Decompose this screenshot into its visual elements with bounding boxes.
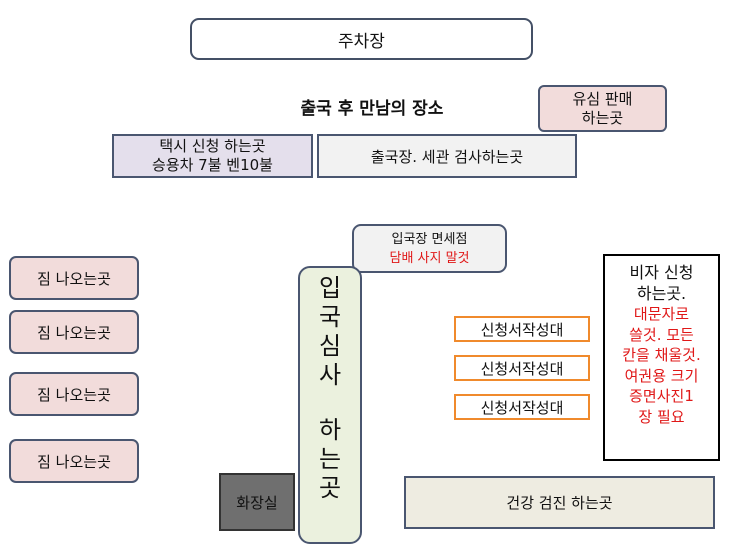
immigration-char: 는 [318, 445, 342, 473]
form-desk-2: 신청서작성대 [454, 355, 590, 381]
visa-note: 여권용 크기 [624, 366, 699, 385]
form-desk-3: 신청서작성대 [454, 394, 590, 420]
immigration-char: 곳 [318, 474, 342, 502]
taxi-line-2: 승용차 7불 벤10불 [152, 156, 273, 174]
restroom-box: 화장실 [219, 473, 295, 531]
duty-free-warning: 담배 사지 말것 [389, 250, 470, 266]
visa-title-1: 비자 신청 [629, 263, 694, 282]
taxi-box: 택시 신청 하는곳 승용차 7불 벤10불 [112, 134, 313, 178]
baggage-claim-1: 짐 나오는곳 [9, 256, 139, 300]
baggage-claim-2: 짐 나오는곳 [9, 310, 139, 354]
sim-line-1: 유심 판매 [572, 89, 633, 108]
immigration-box: 입 국 심 사 하 는 곳 [298, 266, 362, 544]
baggage-claim-4: 짐 나오는곳 [9, 439, 139, 483]
immigration-char: 입 [318, 274, 342, 302]
duty-free-box: 입국장 면세점 담배 사지 말것 [352, 224, 507, 273]
immigration-char: 사 [318, 361, 342, 389]
immigration-char: 국 [318, 303, 342, 331]
visa-note: 대문자로 [633, 305, 690, 323]
customs-box: 출국장. 세관 검사하는곳 [317, 134, 577, 178]
visa-note: 증면사진1 [629, 387, 694, 405]
health-check-box: 건강 검진 하는곳 [404, 476, 715, 529]
immigration-char: 심 [318, 332, 342, 360]
visa-note: 쓸것. 모든 [629, 325, 694, 344]
visa-title-2: 하는곳. [636, 284, 687, 303]
visa-note: 칸을 채울것. [622, 346, 701, 364]
parking-box: 주차장 [190, 18, 533, 60]
visa-note: 장 필요 [638, 407, 685, 426]
sim-sales-box: 유심 판매 하는곳 [538, 85, 667, 132]
taxi-line-1: 택시 신청 하는곳 [159, 137, 266, 155]
diagram-title: 출국 후 만남의 장소 [300, 99, 444, 119]
sim-line-2: 하는곳 [581, 108, 624, 127]
baggage-claim-3: 짐 나오는곳 [9, 372, 139, 416]
duty-free-label: 입국장 면세점 [391, 231, 468, 247]
form-desk-1: 신청서작성대 [454, 316, 590, 342]
visa-application-box: 비자 신청 하는곳. 대문자로 쓸것. 모든 칸을 채울것. 여권용 크기 증면… [603, 254, 720, 461]
immigration-char: 하 [318, 416, 342, 444]
